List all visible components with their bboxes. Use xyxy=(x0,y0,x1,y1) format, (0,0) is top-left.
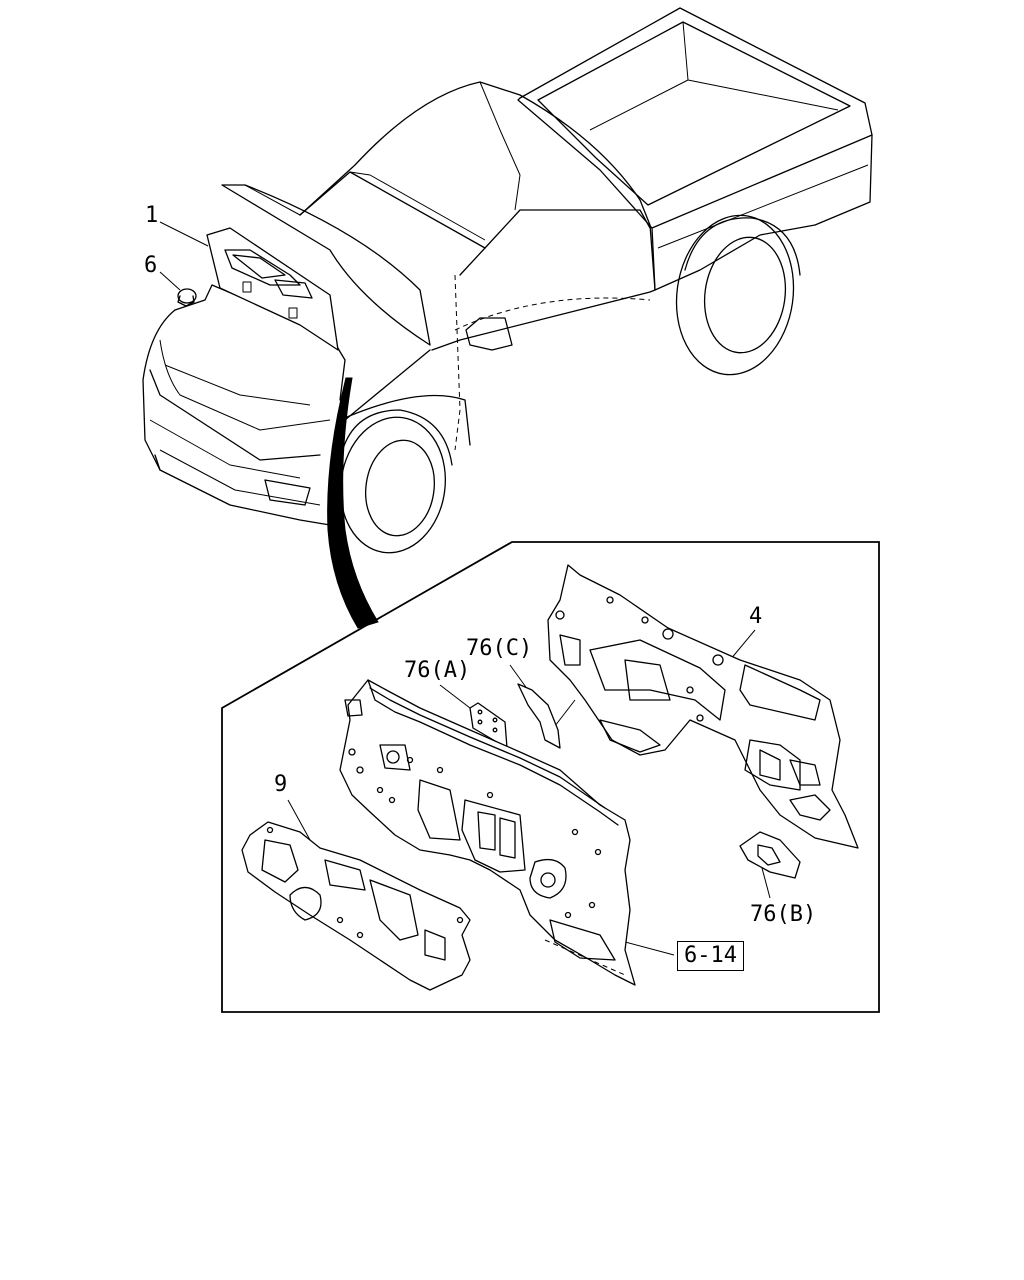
callout-9: 9 xyxy=(274,772,288,797)
pad-part-76a xyxy=(469,702,508,749)
callout-1: 1 xyxy=(145,203,159,228)
pad-part-76b xyxy=(739,831,801,879)
callout-76c: 76(C) xyxy=(466,636,533,661)
reference-box-6-14[interactable]: 6-14 xyxy=(677,941,744,971)
pad-part-76c xyxy=(517,683,561,749)
callout-6: 6 xyxy=(144,253,158,278)
callout-76a: 76(A) xyxy=(404,658,471,683)
pickup-truck-illustration xyxy=(142,7,873,554)
dash-panel-body xyxy=(339,679,636,986)
detail-pointer-arrow xyxy=(327,377,379,629)
clip-part-6 xyxy=(177,288,197,307)
dash-insulator-part-4 xyxy=(547,564,859,849)
callout-76b: 76(B) xyxy=(750,902,817,927)
callout-4: 4 xyxy=(749,604,763,629)
dash-insulator-part-9 xyxy=(241,821,471,991)
detail-frame xyxy=(221,541,880,1013)
